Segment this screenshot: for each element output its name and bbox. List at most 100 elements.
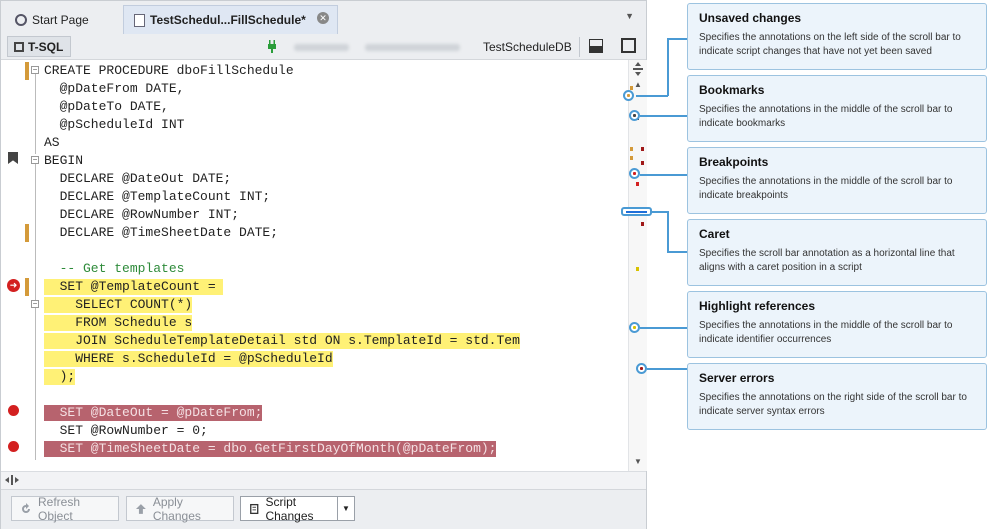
scroll-up-icon[interactable]: ▲	[634, 80, 642, 89]
leader-line	[667, 211, 669, 252]
start-page-icon	[15, 13, 27, 26]
code-line-text: JOIN ScheduleTemplateDetail std ON s.Tem…	[44, 333, 520, 349]
close-icon[interactable]: ✕	[317, 12, 329, 24]
callout-title: Highlight references	[699, 299, 816, 313]
code-line-text: AS	[44, 135, 60, 150]
connection-server-name[interactable]	[294, 44, 349, 51]
code-line-text: CREATE PROCEDURE dboFillSchedule	[44, 63, 294, 78]
tsql-mode-button[interactable]: T-SQL	[7, 36, 71, 57]
fold-toggle-icon[interactable]: −	[31, 155, 39, 164]
horizontal-splitter-icon[interactable]	[5, 475, 19, 485]
bookmarks-anchor	[629, 110, 640, 121]
unsaved-change-marker	[25, 62, 29, 80]
breakpoint-icon[interactable]	[8, 441, 19, 452]
code-line: SET @DateOut = @pDateFrom;	[1, 404, 627, 422]
tab-label: Start Page	[32, 12, 89, 27]
unsaved-change-mark	[630, 86, 633, 90]
callout-description: Specifies the annotations on the right s…	[699, 392, 967, 417]
server-error-mark	[641, 161, 644, 165]
callout-bookmarks: Bookmarks Specifies the annotations in t…	[687, 75, 987, 142]
tab-start-page[interactable]: Start Page	[5, 5, 121, 34]
code-line: SELECT COUNT(*)	[1, 296, 627, 314]
apply-changes-button[interactable]: Apply Changes	[126, 495, 234, 523]
scroll-down-icon[interactable]: ▼	[634, 457, 642, 466]
code-line: SET @TimeSheetDate = dbo.GetFirstDayOfMo…	[1, 440, 627, 458]
sql-editor-window: Start Page TestSchedul...FillSchedule* ✕…	[0, 0, 647, 529]
callout-description: Specifies the annotations in the middle …	[699, 176, 953, 201]
split-view-icon[interactable]	[589, 39, 603, 53]
code-line-text: SET @RowNumber = 0;	[44, 423, 208, 438]
callout-breakpoints: Breakpoints Specifies the annotations in…	[687, 147, 987, 214]
breakpoints-anchor	[629, 168, 640, 179]
code-line: JOIN ScheduleTemplateDetail std ON s.Tem…	[1, 332, 627, 350]
server-error-mark	[641, 147, 644, 151]
callout-description: Specifies the annotations in the middle …	[699, 320, 953, 345]
tab-fill-schedule[interactable]: TestSchedul...FillSchedule* ✕	[123, 5, 338, 34]
callout-description: Specifies the annotations on the left si…	[699, 32, 961, 57]
script-changes-dropdown[interactable]: ▼	[337, 496, 355, 521]
breakpoint-arrow-icon[interactable]: ➜	[7, 279, 20, 292]
connection-plug-icon[interactable]	[268, 40, 276, 53]
breakpoint-mark	[636, 182, 639, 186]
horizontal-scrollbar[interactable]	[1, 471, 646, 489]
script-changes-button[interactable]: Script Changes	[240, 494, 338, 523]
bottom-action-bar: Refresh Object Apply Changes Script Chan…	[1, 489, 646, 529]
apply-icon	[135, 503, 146, 514]
fold-toggle-icon[interactable]: −	[31, 65, 39, 74]
code-editor[interactable]: − − − ➜ CREATE PROCEDURE dboFillSchedule…	[1, 60, 627, 471]
tsql-label: T-SQL	[28, 39, 64, 54]
code-line: DECLARE @DateOut DATE;	[1, 170, 627, 188]
code-line	[1, 386, 627, 404]
tsql-icon	[14, 41, 24, 52]
unsaved-change-mark	[630, 147, 633, 151]
code-line: AS	[1, 134, 627, 152]
highlight-references-anchor	[629, 322, 640, 333]
vertical-scrollbar[interactable]: ▲ ▼	[628, 60, 647, 471]
breakpoint-icon[interactable]	[8, 405, 19, 416]
code-line: CREATE PROCEDURE dboFillSchedule	[1, 62, 627, 80]
splitter-icon[interactable]	[632, 62, 644, 76]
code-line-text: @pScheduleId INT	[44, 117, 185, 132]
callout-title: Breakpoints	[699, 155, 769, 169]
server-errors-anchor	[636, 363, 647, 374]
code-line-text: DECLARE @TemplateCount INT;	[44, 189, 271, 204]
maximize-icon[interactable]	[621, 38, 636, 53]
bookmark-icon[interactable]	[8, 152, 18, 164]
refresh-object-button[interactable]: Refresh Object	[11, 494, 119, 523]
callout-title: Bookmarks	[699, 83, 765, 97]
chevron-down-icon: ▼	[342, 504, 350, 513]
code-line: SET @RowNumber = 0;	[1, 422, 627, 440]
refresh-object-label: Refresh Object	[38, 494, 81, 523]
callout-server-errors: Server errors Specifies the annotations …	[687, 363, 987, 430]
code-line-text: BEGIN	[44, 153, 84, 168]
code-line-text: FROM Schedule s	[44, 315, 193, 331]
unsaved-change-mark	[630, 156, 633, 160]
tab-label: TestSchedul...FillSchedule*	[150, 13, 306, 27]
code-line: FROM Schedule s	[1, 314, 627, 332]
code-line: WHERE s.ScheduleId = @pScheduleId	[1, 350, 627, 368]
database-selector[interactable]: TestScheduleDB	[483, 40, 572, 54]
code-line: SET @TemplateCount =	[1, 278, 627, 296]
refresh-icon	[22, 502, 30, 513]
code-line-text: @pDateFrom DATE,	[44, 81, 185, 96]
code-line: DECLARE @RowNumber INT;	[1, 206, 627, 224]
script-icon	[250, 503, 259, 514]
leader-line	[651, 211, 668, 213]
connection-user-name[interactable]	[365, 44, 460, 51]
caret-anchor	[621, 207, 652, 216]
code-line: DECLARE @TimeSheetDate DATE;	[1, 224, 627, 242]
code-line-text: DECLARE @TimeSheetDate DATE;	[44, 225, 279, 240]
callout-highlight-references: Highlight references Specifies the annot…	[687, 291, 987, 358]
fold-guide	[35, 164, 36, 460]
code-comment: -- Get templates	[44, 261, 185, 276]
leader-line	[667, 251, 687, 253]
script-changes-label: Script Changes	[265, 494, 314, 523]
callout-title: Unsaved changes	[699, 11, 802, 25]
tab-list-dropdown-icon[interactable]: ▼	[625, 11, 634, 21]
code-line-text: SET @TimeSheetDate = dbo.GetFirstDayOfMo…	[44, 441, 497, 457]
code-line: @pScheduleId INT	[1, 116, 627, 134]
editor-toolbar: T-SQL TestScheduleDB	[1, 35, 646, 60]
fold-toggle-icon[interactable]: −	[31, 299, 39, 308]
code-line-text: WHERE s.ScheduleId = @pScheduleId	[44, 351, 333, 367]
code-line: );	[1, 368, 627, 386]
